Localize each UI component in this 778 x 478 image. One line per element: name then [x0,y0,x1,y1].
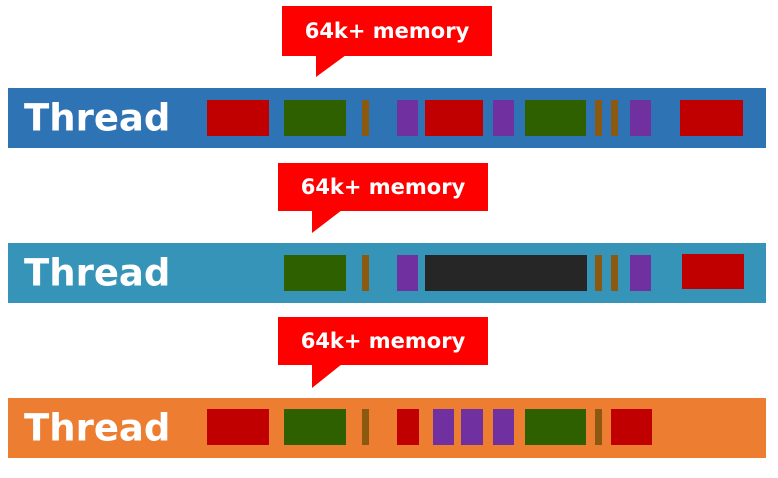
memory-callout-label: 64k+ memory [278,163,488,211]
memory-block [595,100,602,136]
memory-block [595,255,602,291]
memory-block [397,255,418,291]
memory-block [433,409,454,445]
memory-block [284,100,346,136]
thread-row-3: 64k+ memory Thread [0,0,778,458]
memory-callout-pointer [312,364,342,388]
memory-callout-pointer [316,55,346,77]
memory-block [525,100,586,136]
thread-row-1: 64k+ memory Thread [0,0,778,160]
memory-block [493,100,514,136]
memory-callout-pointer [312,210,342,233]
memory-block [362,255,369,291]
memory-block [595,409,602,445]
memory-block [611,255,618,291]
memory-block [630,255,651,291]
thread-bar: Thread [8,243,766,303]
memory-block [425,255,587,291]
memory-block [397,100,418,136]
memory-block [362,409,369,445]
memory-callout-label: 64k+ memory [278,317,488,365]
memory-block [611,100,618,136]
memory-block [611,409,652,445]
memory-block [461,409,483,445]
memory-block [284,409,346,445]
memory-block [493,409,514,445]
memory-block [397,409,419,445]
memory-block [630,100,651,136]
thread-label: Thread [24,96,171,140]
memory-block [207,100,269,136]
thread-row-2: 64k+ memory Thread [0,0,778,303]
memory-block [682,254,744,289]
memory-block [362,100,369,136]
memory-block [284,255,346,291]
thread-bar: Thread [8,398,766,458]
thread-label: Thread [24,251,171,295]
memory-callout-label: 64k+ memory [282,6,492,56]
thread-bar: Thread [8,88,766,148]
memory-block [680,100,743,136]
thread-label: Thread [24,406,171,450]
memory-block [207,409,269,445]
memory-block [425,100,483,136]
memory-block [525,409,586,445]
